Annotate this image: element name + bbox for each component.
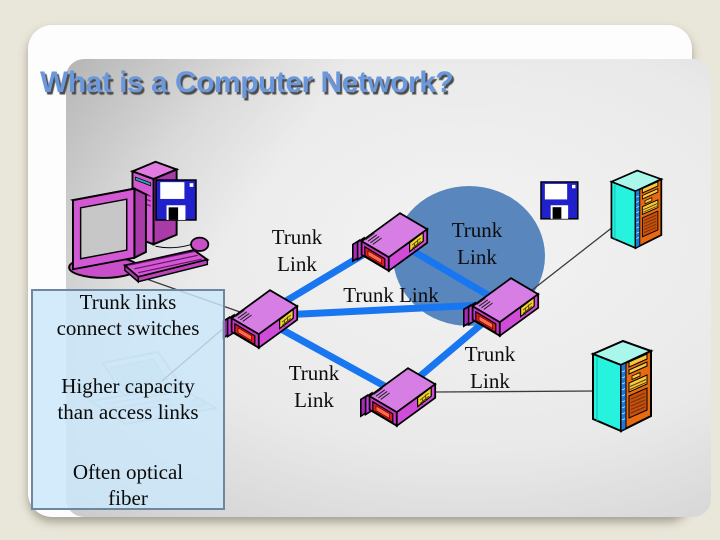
slide-title: What is a Computer Network? <box>40 66 454 99</box>
info-box-para-2: Higher capacity than access links <box>33 373 223 425</box>
trunk-label-lower-left: Trunk Link <box>267 360 361 414</box>
trunk-line-left-bottom <box>257 314 403 398</box>
trunk-label-line: Link <box>277 252 317 276</box>
info-box-para-3: Often optical fiber <box>33 459 223 511</box>
info-box-para-1: Trunk links connect switches <box>33 289 223 341</box>
trunk-label-line: Trunk <box>271 225 323 249</box>
access-link-switch-to-server-top <box>526 222 619 295</box>
floppy-disk-icon-left <box>155 179 197 221</box>
trunk-label-center: Trunk Link <box>343 283 439 307</box>
trunk-label-lower-right: Trunk Link <box>443 341 537 395</box>
server-tower-icon-bottom <box>592 340 652 432</box>
trunk-label-line: Trunk <box>288 361 340 385</box>
server-tower-icon-top <box>610 169 663 249</box>
info-box: Trunk links connect switches Higher capa… <box>31 289 225 510</box>
trunk-label-line: Trunk <box>451 218 503 242</box>
floppy-disk-icon-right <box>540 181 579 220</box>
info-box-line: fiber <box>108 486 148 510</box>
info-box-line: connect switches <box>56 316 200 340</box>
info-box-line: than access links <box>57 400 199 424</box>
info-box-line: Often optical <box>72 460 184 484</box>
info-box-line: Higher capacity <box>61 374 195 398</box>
network-switch-icon-left <box>221 289 299 349</box>
trunk-label-line: Link <box>294 388 334 412</box>
trunk-label-line: Link <box>457 245 497 269</box>
trunk-label-line: Trunk <box>464 342 516 366</box>
access-link-switch-to-server-bottom <box>435 390 597 393</box>
trunk-label-upper-left: Trunk Link <box>250 224 344 278</box>
info-box-line: Trunk links <box>79 290 177 314</box>
trunk-line-left-right <box>257 300 507 320</box>
trunk-label-ellipse: Trunk Link <box>430 217 524 271</box>
trunk-label-line: Link <box>470 369 510 393</box>
